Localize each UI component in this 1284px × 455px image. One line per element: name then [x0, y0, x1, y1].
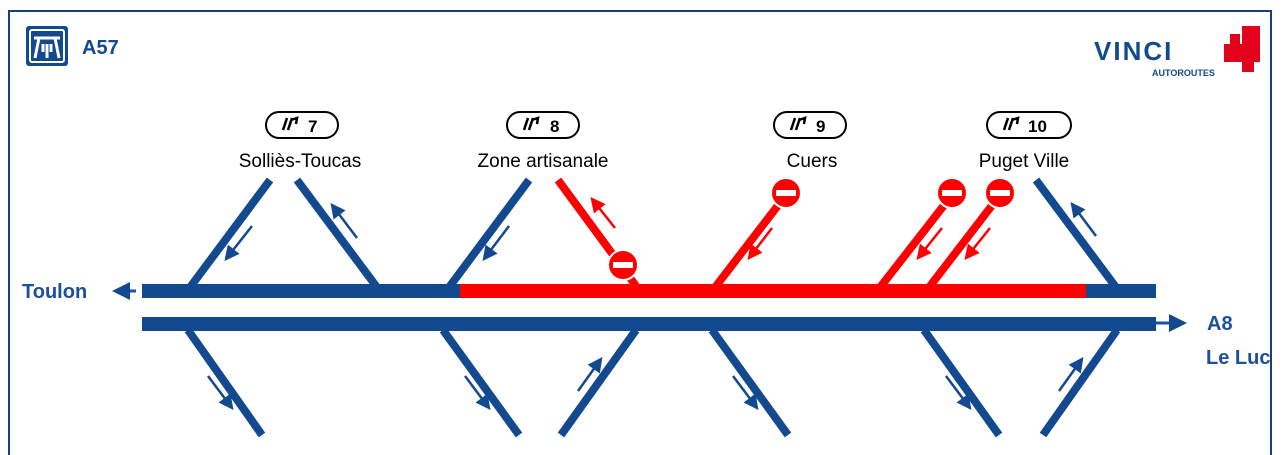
- ramp-10-eastbound-offramp: [920, 327, 1003, 438]
- ramp-10-onramp-closed-a: [874, 192, 956, 293]
- ramp-10-eastbound-onramp: [1039, 327, 1121, 438]
- direction-arrow: [964, 227, 991, 260]
- eastbound-carriageway: [142, 317, 1156, 331]
- ramp-9-onramp-closed: [709, 192, 790, 293]
- destination-toulon: Toulon: [22, 281, 87, 303]
- direction-arrow: [916, 227, 943, 260]
- exit-9: 9 Cuers: [773, 111, 847, 172]
- exit-10: 10 Puget Ville: [979, 111, 1072, 172]
- direction-arrow: [224, 225, 253, 261]
- exit-name: Puget Ville: [979, 151, 1070, 172]
- exit-number: 10: [1028, 117, 1047, 136]
- road-number: A57: [82, 37, 119, 59]
- direction-arrow: [207, 375, 234, 410]
- direction-arrow: [330, 203, 358, 239]
- motorway-sign-icon: [26, 26, 68, 66]
- direction-arrow: [576, 356, 603, 392]
- exit-number: 7: [308, 117, 317, 136]
- ramp-10-east-offramp: [1032, 177, 1122, 293]
- direction-arrow: [732, 375, 759, 410]
- exit-icon: [1002, 116, 1020, 131]
- vinci-logo: VINCI AUTOROUTES: [1094, 26, 1260, 78]
- westbound-carriageway-closed: [460, 284, 1086, 298]
- direction-arrow: [590, 197, 616, 229]
- exit-7: 7 Solliès-Toucas: [239, 111, 362, 172]
- destination-le-luc: Le Luc: [1206, 347, 1270, 369]
- no-entry-icon: [607, 249, 639, 281]
- exit-icon: [789, 116, 807, 131]
- vinci-cross-icon: [1224, 26, 1260, 72]
- ramp-7-west-onramp: [184, 177, 274, 293]
- direction-arrow: [464, 375, 491, 410]
- exit-name: Solliès-Toucas: [239, 151, 362, 172]
- brand-name: VINCI: [1094, 36, 1173, 66]
- ramp-7-east-offramp: [293, 177, 383, 293]
- exit-number: 9: [816, 117, 825, 136]
- ramp-7-eastbound-offramp: [184, 327, 266, 438]
- no-entry-icon: [936, 177, 968, 209]
- direction-arrow: [747, 227, 773, 260]
- exit-8: 8 Zone artisanale: [478, 111, 609, 172]
- direction-arrow: [945, 375, 972, 410]
- exit-badge: [773, 111, 847, 139]
- map-frame: [8, 10, 1272, 455]
- exit-number: 8: [550, 117, 559, 136]
- destination-a8: A8: [1207, 313, 1233, 335]
- westbound-carriageway-open: [142, 284, 460, 298]
- westbound-carriageway-east: [1086, 284, 1156, 298]
- exit-badge: [265, 111, 339, 139]
- no-entry-icon: [770, 177, 802, 209]
- brand-sub: AUTOROUTES: [1152, 68, 1215, 78]
- ramp-9-eastbound-offramp: [708, 327, 792, 438]
- exit-icon: [281, 116, 299, 131]
- exit-name: Zone artisanale: [478, 151, 609, 172]
- direction-arrow: [1070, 202, 1097, 237]
- a8-direction: A8 Le Luc: [1156, 313, 1270, 369]
- exit-icon: [522, 116, 540, 131]
- direction-arrow: [482, 225, 510, 261]
- exit-badge: [506, 111, 580, 139]
- toulon-direction: Toulon: [22, 281, 136, 303]
- direction-arrow: [1057, 356, 1084, 392]
- no-entry-icon: [984, 177, 1016, 209]
- ramp-8-eastbound-offramp: [439, 327, 523, 438]
- exit-name: Cuers: [787, 151, 838, 172]
- ramp-8-west-onramp: [443, 177, 533, 293]
- ramp-10-onramp-closed-b: [923, 192, 1004, 293]
- ramp-8-eastbound-onramp: [557, 327, 640, 438]
